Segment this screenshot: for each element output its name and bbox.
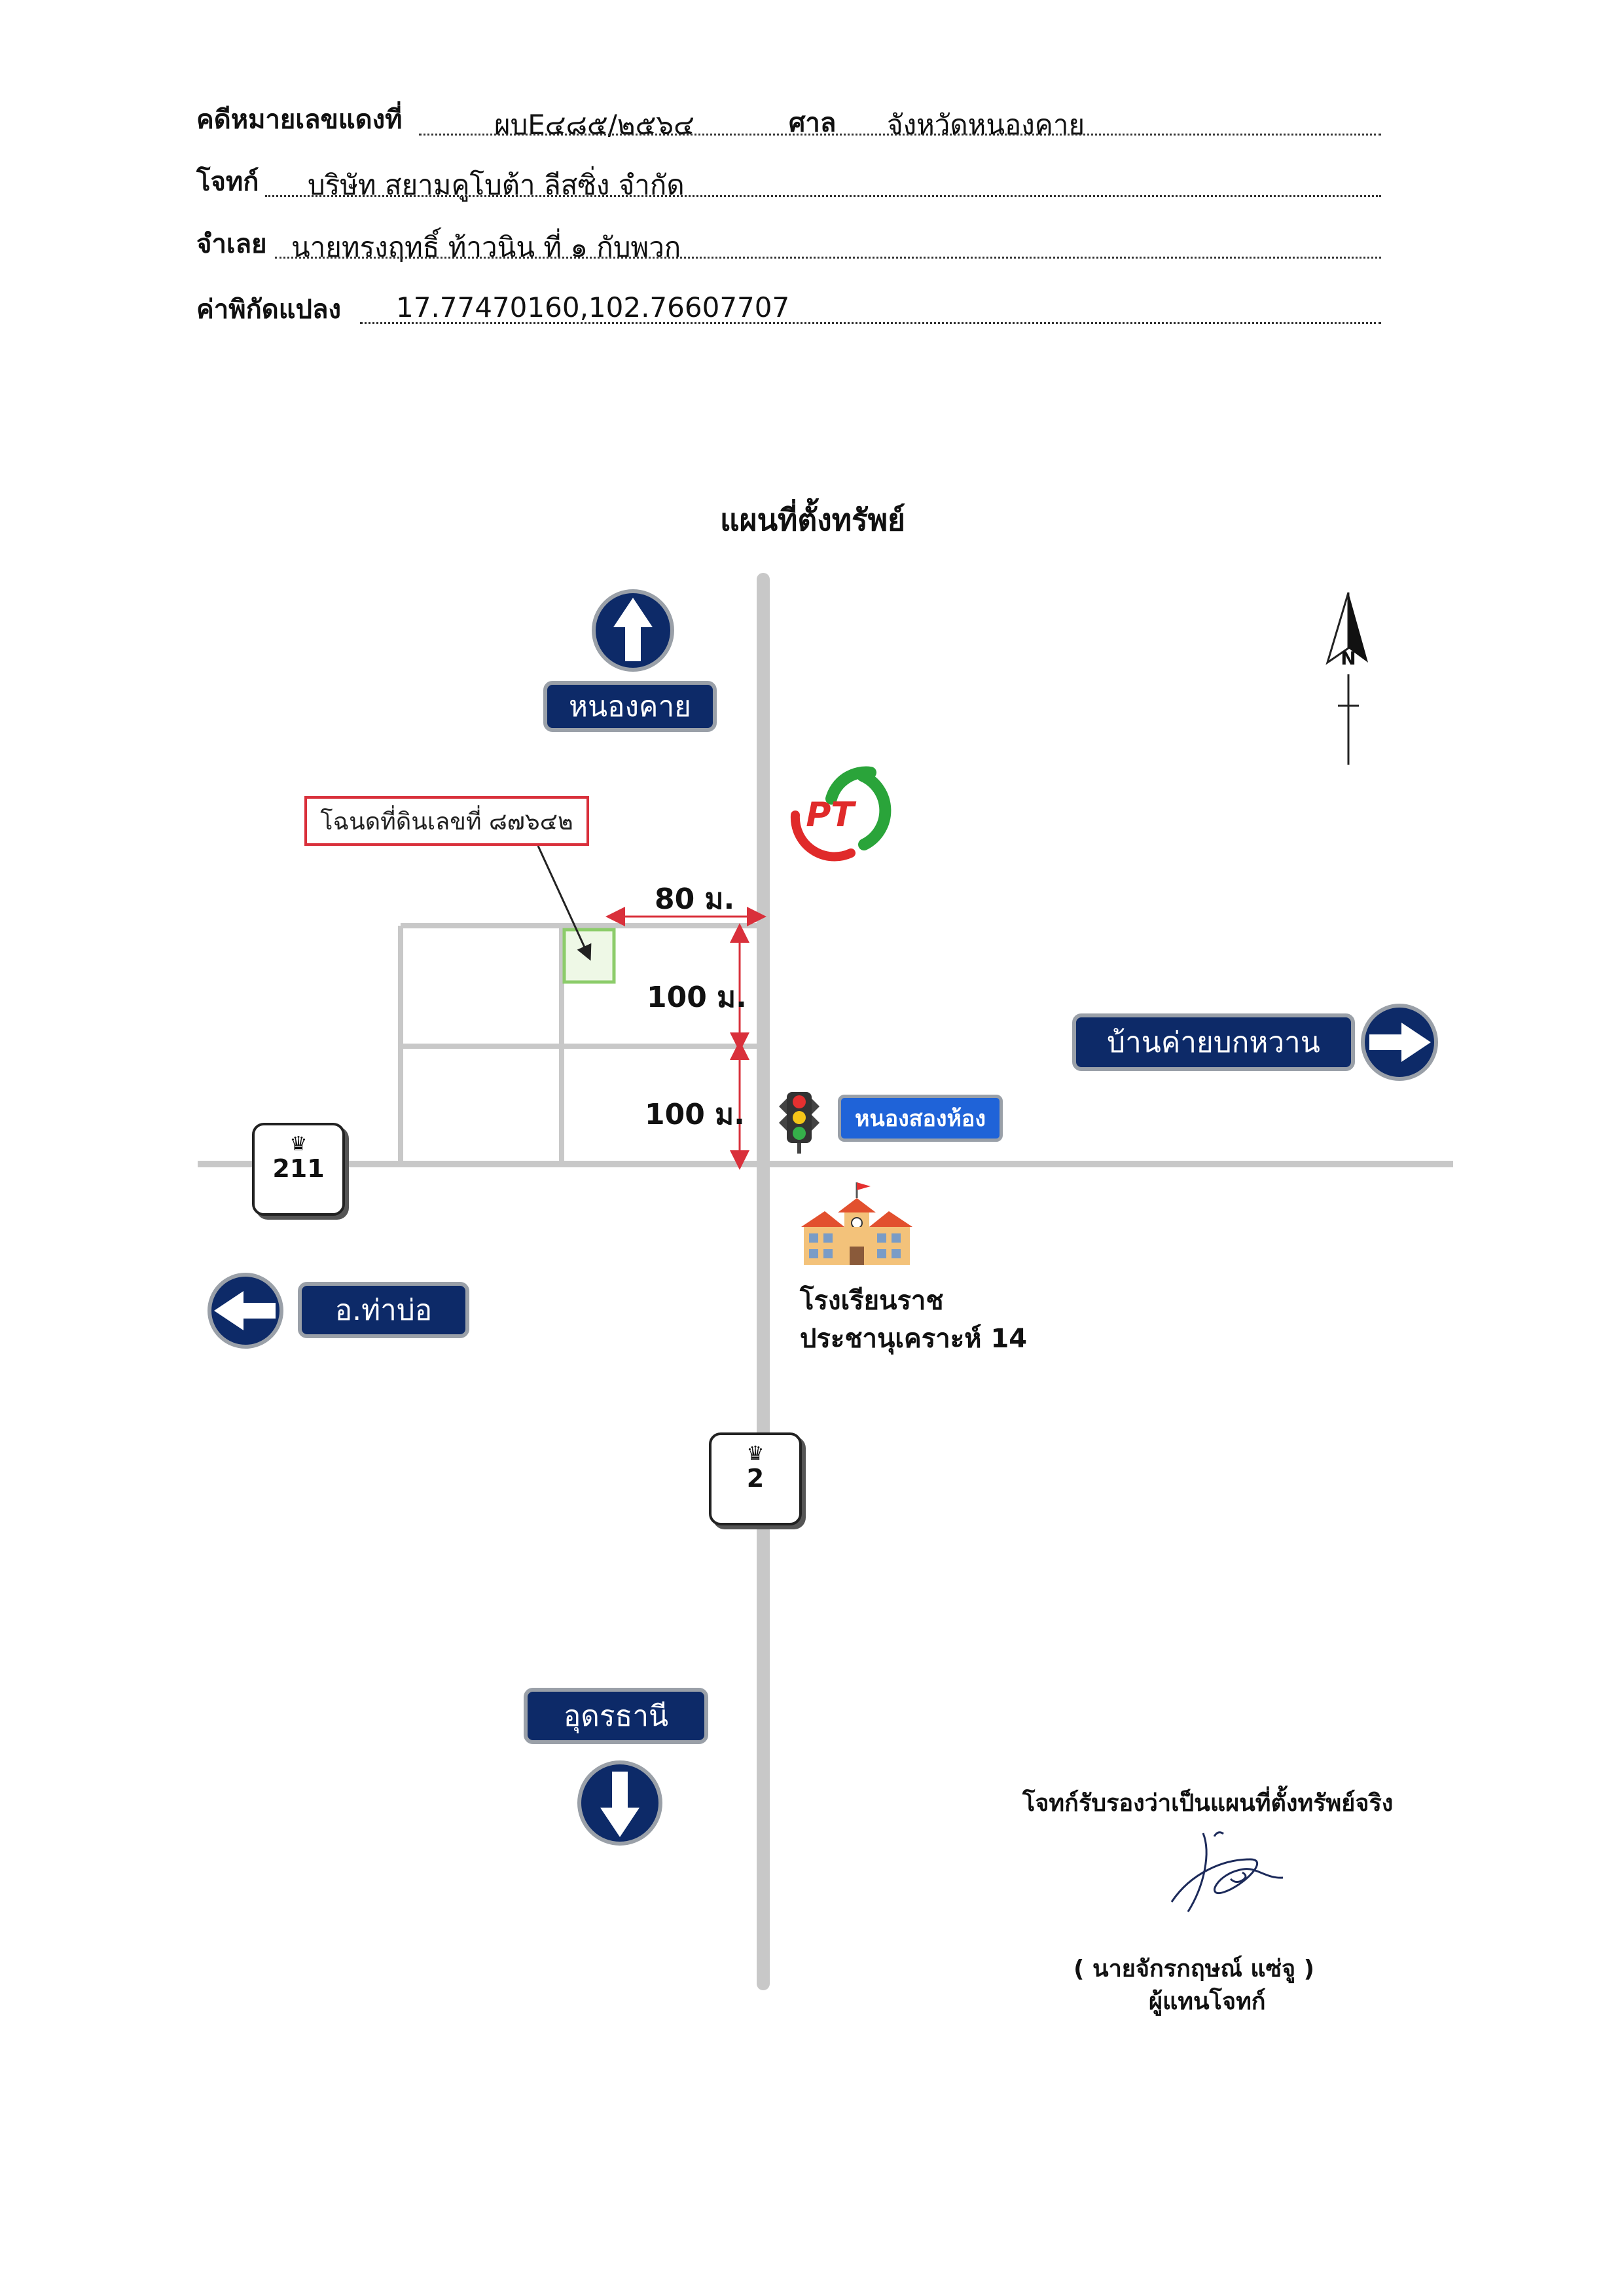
- school-label-line1: โรงเรียนราช: [800, 1286, 944, 1316]
- sign-south-destination: อุดรธานี: [524, 1688, 708, 1744]
- deed-number-label: โฉนดที่ดินเลขที่ ๘๗๖๔๒: [304, 796, 589, 846]
- deed-pointer: [537, 845, 592, 961]
- signature-icon: [1170, 1831, 1284, 1912]
- defendant-label: จำเลย: [196, 229, 267, 259]
- arrow-up-icon: [592, 589, 674, 672]
- royal-emblem-icon-2: ♛: [746, 1442, 765, 1465]
- coordinate-dotted-line: [360, 322, 1381, 324]
- arrow-right-icon: [1361, 1004, 1438, 1081]
- sign-east-destination: บ้านค่ายบกหวาน: [1072, 1013, 1355, 1071]
- distance-vertical-lower-label: 100 ม.: [645, 1098, 745, 1131]
- distance-vertical-upper-label: 100 ม.: [647, 981, 747, 1014]
- sign-north-destination: หนองคาย: [543, 681, 717, 732]
- coordinate-value: 17.77470160,102.76607707: [396, 291, 790, 323]
- sign-west-destination: อ.ท่าบ่อ: [298, 1282, 469, 1338]
- royal-emblem-icon: ♛: [289, 1133, 308, 1156]
- north-label: N: [1341, 647, 1356, 669]
- case-number-row: คดีหมายเลขแดงที่: [196, 98, 403, 140]
- route-shield-211: ♛ 211: [252, 1123, 345, 1216]
- arrow-down-icon: [577, 1760, 662, 1846]
- route-number-211: 211: [272, 1154, 325, 1183]
- defendant-row: จำเลย: [196, 223, 267, 264]
- sign-junction: หนองสองห้อง: [838, 1095, 1003, 1142]
- coordinate-label: ค่าพิกัดแปลง: [196, 295, 341, 325]
- route-number-2: 2: [746, 1464, 765, 1493]
- defendant-dotted-line: [275, 257, 1381, 259]
- school-building-icon: [801, 1182, 912, 1265]
- north-arrow-icon: N: [1325, 592, 1368, 765]
- route-shield-2: ♛ 2: [709, 1432, 802, 1525]
- certification-statement: โจทก์รับรองว่าเป็นแผนที่ตั้งทรัพย์จริง: [1022, 1790, 1394, 1817]
- arrow-left-icon: [207, 1273, 283, 1349]
- case-label: คดีหมายเลขแดงที่: [196, 105, 403, 135]
- court-label: ศาล: [789, 108, 837, 138]
- gas-station-logo-icon: PT: [790, 766, 892, 862]
- plaintiff-row: โจทก์: [196, 160, 259, 202]
- court-row: ศาล: [789, 101, 836, 143]
- plaintiff-dotted-line: [265, 195, 1381, 197]
- school-label-line2: ประชานุเคราะห์ 14: [800, 1324, 1028, 1354]
- coordinate-row: ค่าพิกัดแปลง: [196, 288, 341, 330]
- map-title: แผนที่ตั้งทรัพย์: [720, 502, 906, 538]
- plaintiff-label: โจทก์: [196, 167, 259, 197]
- case-dotted-line: [419, 134, 1381, 136]
- school-label: โรงเรียนราช ประชานุเคราะห์ 14: [800, 1282, 1027, 1358]
- certifier-role: ผู้แทนโจทก์: [1149, 1988, 1266, 2015]
- distance-horizontal-label: 80 ม.: [655, 883, 735, 916]
- gas-logo-text: PT: [806, 795, 856, 835]
- traffic-light-icon: [779, 1092, 820, 1154]
- certifier-name: ( นายจักรกฤษณ์ แซ่จู ): [1073, 1956, 1315, 1982]
